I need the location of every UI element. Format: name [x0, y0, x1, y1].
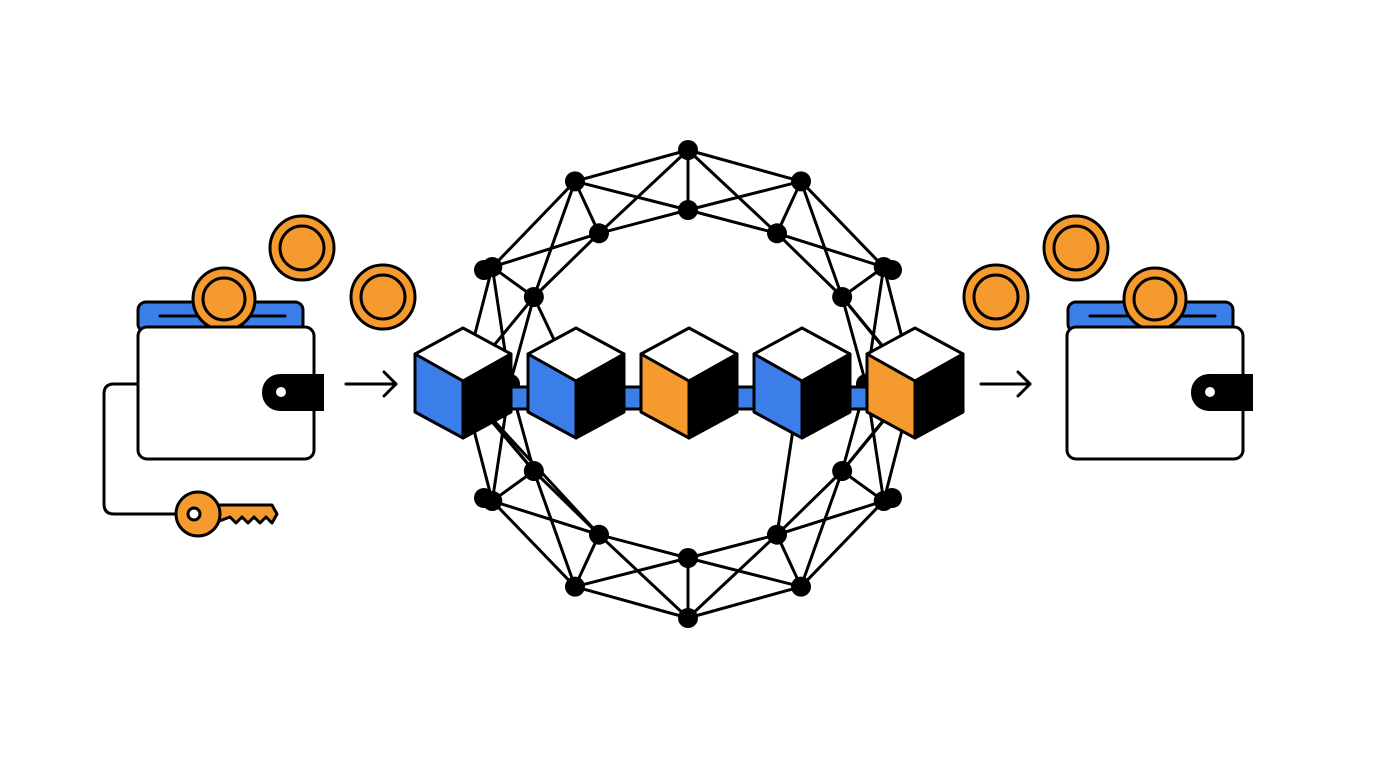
network-edge: [597, 533, 690, 620]
network-node-icon: [589, 524, 609, 545]
network-edge: [686, 148, 779, 235]
block-right-face: [461, 352, 513, 440]
network-node-icon: [565, 171, 585, 192]
network-edge: [686, 556, 803, 589]
network-node-icon: [791, 171, 811, 192]
coin-icon: [191, 266, 257, 332]
network-edge: [490, 231, 601, 269]
cube-block-icon: [752, 326, 852, 440]
network-node-icon: [767, 524, 787, 545]
network-edge: [799, 469, 844, 589]
network-edge: [686, 179, 803, 212]
network-node-icon: [678, 548, 698, 568]
network-edge: [508, 295, 536, 386]
coin-icon: [1042, 214, 1110, 282]
network-edge: [686, 533, 779, 560]
network-edge: [799, 179, 886, 269]
network-edge: [532, 231, 601, 299]
receiver-wallet: [1065, 266, 1253, 461]
key-cord: [102, 382, 178, 516]
network-edge: [597, 208, 690, 235]
network-node-icon: [767, 223, 787, 244]
network-edge: [532, 469, 577, 589]
network-edge: [775, 499, 886, 537]
network-edge: [597, 148, 690, 235]
network-edge: [573, 179, 690, 212]
block-right-face: [800, 352, 852, 440]
cube-block-icon: [413, 326, 513, 440]
coin-icon: [1122, 266, 1188, 332]
sender-wallet: [102, 266, 324, 538]
network-edge: [840, 295, 868, 386]
arrow-right-icon: [344, 370, 398, 398]
network-edge: [573, 585, 690, 620]
network-node-icon: [832, 461, 853, 481]
network-edge: [490, 499, 577, 589]
network-node-icon: [523, 461, 544, 481]
block-right-face: [913, 352, 965, 440]
cube-block-icon: [865, 326, 965, 440]
network-node-icon: [791, 576, 811, 597]
network-edge: [532, 179, 577, 299]
wallet-clasp-icon: [262, 374, 324, 411]
network-node-icon: [565, 576, 585, 597]
network-node-icon: [523, 287, 544, 307]
network-edge: [775, 469, 844, 537]
network-edge: [573, 148, 690, 183]
network-node-icon: [678, 200, 698, 220]
network-edge: [775, 231, 886, 269]
network-edge: [799, 499, 886, 589]
network-edge: [573, 556, 690, 589]
network-node-icon: [882, 260, 902, 280]
arrow-right-icon: [979, 370, 1032, 398]
key-icon: [174, 490, 279, 538]
network-node-icon: [832, 287, 853, 307]
coin-icon: [962, 263, 1030, 331]
coin-icon: [268, 214, 336, 282]
blockchain-blocks: [413, 326, 965, 440]
network-edge: [799, 179, 844, 299]
network-edge: [490, 499, 601, 537]
cube-block-icon: [526, 326, 626, 440]
network-node-icon: [589, 223, 609, 244]
network-edge: [686, 585, 803, 620]
block-right-face: [687, 352, 739, 440]
network-node-icon: [678, 608, 698, 628]
network-node-icon: [882, 488, 902, 508]
wallet-clasp-icon: [1191, 374, 1253, 411]
network-edge: [490, 179, 577, 269]
network-edge: [775, 231, 844, 299]
coin-icon: [349, 263, 417, 331]
network-edge: [686, 208, 779, 235]
network-node-icon: [474, 488, 494, 508]
network-edge: [686, 533, 779, 620]
network-node-icon: [678, 140, 698, 160]
network-node-icon: [474, 260, 494, 280]
network-edge: [686, 148, 803, 183]
network-edge: [597, 533, 690, 560]
block-right-face: [574, 352, 626, 440]
cube-block-icon: [639, 326, 739, 440]
